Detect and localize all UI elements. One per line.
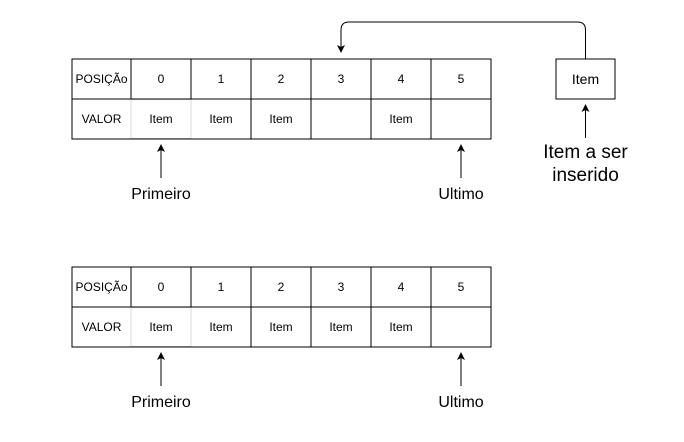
position-index-0: 0 [158, 72, 165, 86]
value-cell-3 [310, 306, 372, 348]
header-label-cell [71, 266, 132, 308]
value-text-4: Item [389, 320, 412, 334]
position-index-1: 1 [218, 72, 225, 86]
value-cell-3 [310, 98, 372, 140]
insert-caption-line2: inserido [552, 165, 619, 186]
value-cell-5 [430, 98, 492, 140]
position-cell-2 [250, 266, 312, 308]
insert-item-label: Item [572, 71, 599, 87]
position-index-5: 5 [458, 280, 465, 294]
position-index-4: 4 [398, 280, 405, 294]
value-label-text: VALOR [82, 320, 122, 334]
first-pointer-label: Primeiro [131, 394, 191, 411]
position-cell-3 [310, 266, 372, 308]
header-label-cell [71, 58, 132, 100]
header-label-text: POSIÇÃo [75, 280, 127, 294]
position-index-1: 1 [218, 280, 225, 294]
position-index-2: 2 [278, 72, 285, 86]
value-label-cell [71, 98, 132, 140]
value-cell-2 [250, 98, 312, 140]
value-text-0: Item [149, 112, 172, 126]
array-table-before: POSIÇÃo VALOR 0 1 2 3 4 5 Item Item Item… [71, 58, 492, 203]
array-table-after: POSIÇÃo VALOR 0 1 2 3 4 5 Item Item Item… [71, 266, 492, 411]
value-text-0: Item [149, 320, 172, 334]
value-cell-1 [190, 306, 252, 348]
position-cell-1 [190, 266, 252, 308]
position-index-0: 0 [158, 280, 165, 294]
header-label-text: POSIÇÃo [75, 72, 127, 86]
position-index-3: 3 [338, 280, 345, 294]
insert-caption-line1: Item a ser [543, 142, 628, 163]
value-label-text: VALOR [82, 112, 122, 126]
insert-item-group: Item Item a ser inserido [337, 21, 628, 186]
position-cell-3 [310, 58, 372, 100]
value-cell-2 [250, 306, 312, 348]
value-cell-5 [430, 306, 492, 348]
position-index-2: 2 [278, 280, 285, 294]
value-text-2: Item [269, 112, 292, 126]
value-cell-0 [130, 99, 192, 139]
position-cell-4 [370, 266, 432, 308]
value-text-3: Item [329, 320, 352, 334]
value-text-2: Item [269, 320, 292, 334]
value-text-4: Item [389, 112, 412, 126]
insert-item-box [555, 58, 616, 100]
last-pointer-label: Ultimo [438, 186, 483, 203]
value-text-1: Item [209, 112, 232, 126]
value-label-cell [71, 306, 132, 348]
position-cell-5 [430, 58, 492, 100]
position-cell-0 [130, 58, 192, 100]
position-cell-0 [130, 266, 192, 308]
position-index-5: 5 [458, 72, 465, 86]
position-index-4: 4 [398, 72, 405, 86]
position-index-3: 3 [338, 72, 345, 86]
first-pointer-label: Primeiro [131, 186, 191, 203]
last-pointer-label: Ultimo [438, 394, 483, 411]
insert-target-arrow [337, 21, 586, 59]
position-cell-5 [430, 266, 492, 308]
value-text-1: Item [209, 320, 232, 334]
